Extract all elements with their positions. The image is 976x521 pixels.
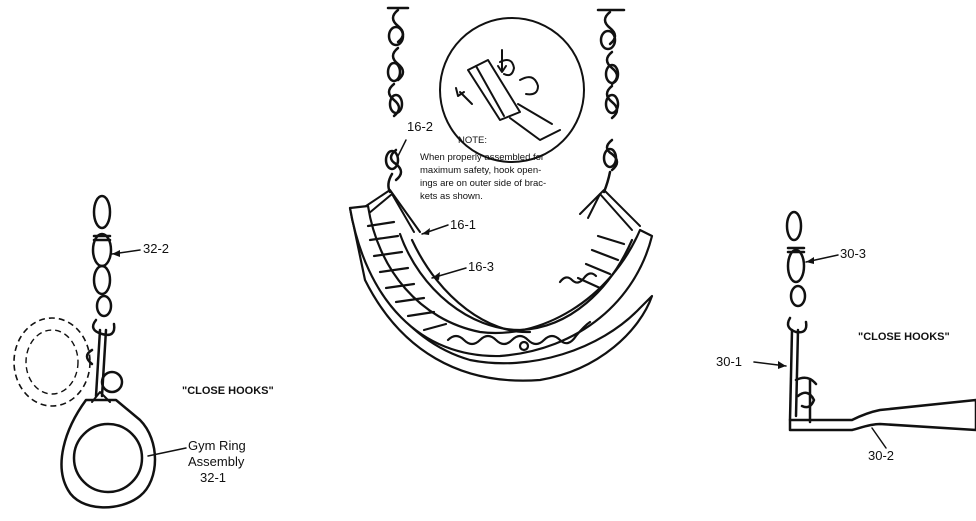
label-16-2: 16-2 xyxy=(407,119,433,134)
note-line-2: maximum safety, hook open- xyxy=(420,165,541,176)
arrow-16-3 xyxy=(432,272,440,280)
trapeze-chain xyxy=(785,210,818,422)
arrow-32-2 xyxy=(112,250,120,257)
leader-30-2 xyxy=(871,427,887,449)
label-30-2: 30-2 xyxy=(868,448,894,463)
label-30-1: 30-1 xyxy=(716,354,742,369)
leader-32-1 xyxy=(147,447,187,457)
gym-ring-label-line2: Assembly xyxy=(188,454,245,469)
trapeze-bar-assembly: 30-3 "CLOSE HOOKS" 30-1 30-2 xyxy=(716,210,976,463)
leader-16-2 xyxy=(397,139,407,157)
label-32-1: 32-1 xyxy=(200,470,226,485)
note-heading: NOTE: xyxy=(458,135,487,146)
gym-ring xyxy=(60,391,157,509)
note-line-3: ings are on outer side of brac- xyxy=(420,178,546,189)
trapeze-bar xyxy=(788,378,976,432)
arrow-30-3 xyxy=(806,257,814,264)
swing-seat-assembly: NOTE: When properly assembled for maximu… xyxy=(348,6,654,382)
gym-ring-assembly: 32-2 "CLOSE HOOKS" Gym Ring Assembly 32-… xyxy=(13,194,274,509)
swing-seat xyxy=(348,204,654,382)
right-swing-chain xyxy=(596,8,626,194)
label-16-3: 16-3 xyxy=(468,259,494,274)
note-line-1: When properly assembled for xyxy=(420,152,544,163)
label-32-2: 32-2 xyxy=(143,241,169,256)
arrow-30-1 xyxy=(778,361,786,369)
close-hooks-right: "CLOSE HOOKS" xyxy=(858,331,950,343)
gym-ring-label-line1: Gym Ring xyxy=(188,438,246,453)
left-swing-chain xyxy=(384,6,410,194)
label-16-1: 16-1 xyxy=(450,217,476,232)
close-hooks-left: "CLOSE HOOKS" xyxy=(182,385,274,397)
arrow-16-1 xyxy=(422,228,430,235)
assembly-note: NOTE: When properly assembled for maximu… xyxy=(420,135,546,202)
note-line-4: kets as shown. xyxy=(420,191,483,202)
label-30-3: 30-3 xyxy=(840,246,866,261)
hook-detail-inset xyxy=(439,17,585,163)
seat-brackets xyxy=(359,189,641,233)
gym-ring-alt-position xyxy=(13,317,91,407)
gym-ring-chain xyxy=(85,194,124,398)
